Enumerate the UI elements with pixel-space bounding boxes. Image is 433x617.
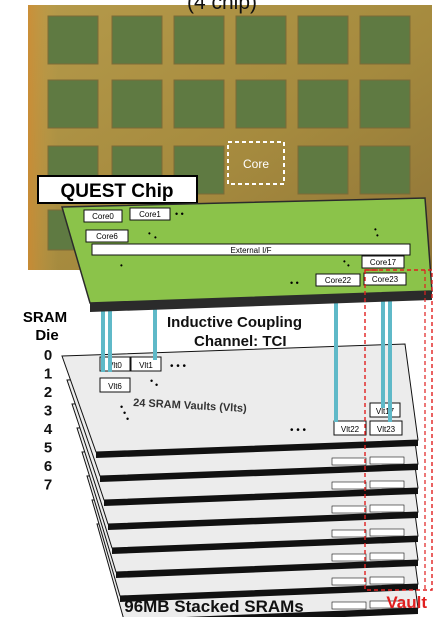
tci-column: [334, 288, 338, 422]
core-dot: •: [376, 231, 379, 240]
die-number: 1: [44, 366, 52, 383]
core-dot: •: [343, 257, 346, 266]
core-block: [360, 80, 410, 128]
sram-vault-edge: [370, 529, 404, 536]
core1-label: Core1: [139, 210, 161, 219]
vault-label-vlt23: Vlt23: [377, 425, 396, 434]
die-axis: SRAM Die 0 12 34 56 7: [23, 309, 67, 494]
core-ellipsis-top: • •: [175, 209, 184, 219]
core22-label: Core22: [325, 276, 352, 285]
vault-ellipsis-top: • • •: [170, 361, 187, 372]
vault-dots-a: •: [150, 376, 153, 386]
sram-vault-edge: [332, 506, 366, 513]
die-number: 6: [44, 458, 52, 475]
sram-vault-edge: [332, 578, 366, 585]
core-block: [298, 80, 348, 128]
core-block: [298, 16, 348, 64]
die-number: 7: [44, 477, 52, 494]
core-block: [174, 16, 224, 64]
vault-label-vlt6: Vlt6: [108, 382, 122, 391]
core-dot: •: [148, 229, 151, 238]
core-block: [174, 80, 224, 128]
header-partial-text: (4 chip): [187, 0, 257, 14]
external-if-label: External I/F: [231, 246, 272, 255]
core-block: [112, 80, 162, 128]
die-number: 0: [44, 347, 52, 364]
vault-callout-label: Vault: [386, 593, 427, 612]
tci-column: [388, 288, 392, 422]
vault-label-vlt1: Vlt1: [139, 361, 153, 370]
logic-layer: Core0 Core1 • • Core6 • • External I/F •…: [62, 198, 432, 312]
core-dot: •: [347, 261, 350, 270]
sram-vault-edge: [332, 482, 366, 489]
vault-dots-b: •: [155, 380, 158, 390]
die-number: 2: [44, 384, 52, 401]
vault-label-vlt22: Vlt22: [341, 425, 360, 434]
core-block: [298, 146, 348, 194]
sram-vault-edge: [332, 458, 366, 465]
core-block: [48, 80, 98, 128]
die-axis-title-line1: SRAM: [23, 309, 67, 326]
vault-dots-e: •: [126, 414, 129, 424]
core-marker-label: Core: [243, 157, 269, 171]
sram-vault-edge: [370, 481, 404, 488]
sram-vault-edge: [332, 602, 366, 609]
core-block: [236, 16, 286, 64]
core23-label: Core23: [372, 275, 399, 284]
tci-column: [381, 288, 385, 408]
tci-label-line1: Inductive Coupling: [167, 314, 302, 331]
sram-vault-edge: [370, 505, 404, 512]
die-number: 4: [44, 421, 53, 438]
core6-label: Core6: [96, 232, 118, 241]
sram-vault-edge: [370, 553, 404, 560]
sram-vault-edge: [370, 577, 404, 584]
core-block: [360, 146, 410, 194]
quest-chip-label: QUEST Chip: [61, 181, 174, 202]
core-block: [112, 16, 162, 64]
core-ellipsis-bottom: • •: [290, 278, 299, 288]
core-dot: •: [120, 261, 123, 270]
core-block: [236, 80, 286, 128]
tci-label-line2: Channel: TCI: [194, 333, 287, 350]
sram-vault-edge: [332, 530, 366, 537]
footer-caption: 96MB Stacked SRAMs: [124, 597, 304, 616]
core0-label: Core0: [92, 212, 114, 221]
die-number: 5: [44, 440, 52, 457]
core-block: [48, 16, 98, 64]
core-block: [360, 16, 410, 64]
sram-vault-edge: [370, 457, 404, 464]
core17-label: Core17: [370, 258, 397, 267]
vault-ellipsis-bottom: • • •: [290, 425, 307, 436]
core-dot: •: [154, 233, 157, 242]
die-number: 3: [44, 403, 52, 420]
die-axis-title-line2: Die: [35, 327, 58, 344]
sram-vault-edge: [332, 554, 366, 561]
